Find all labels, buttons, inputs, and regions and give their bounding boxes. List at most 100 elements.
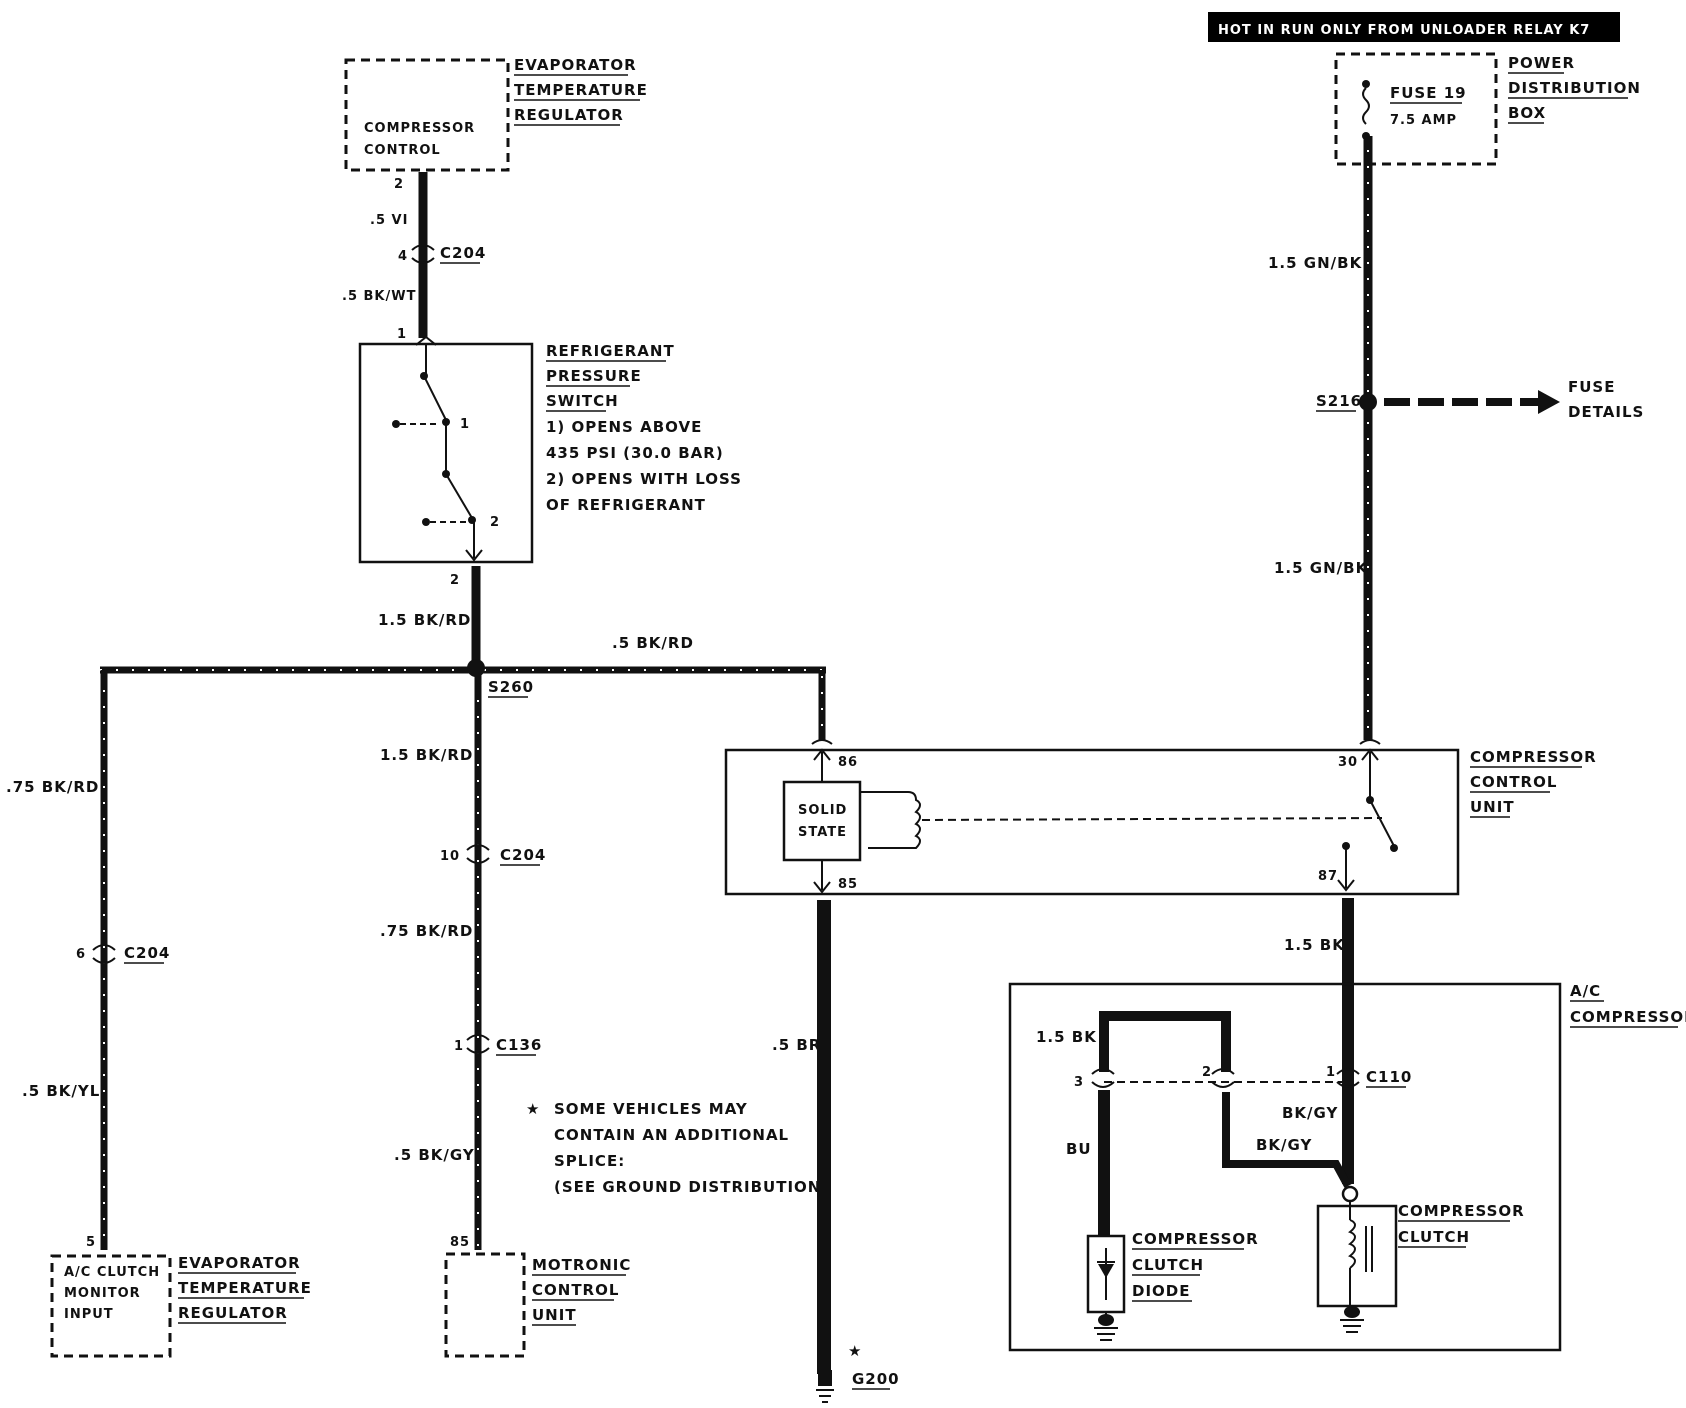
wire-label-bkgy-lower: BK/GY [1256, 1136, 1313, 1154]
c136-label: C136 [496, 1036, 542, 1054]
wire-label-bu: BU [1066, 1140, 1092, 1158]
rps-title-2: PRESSURE [546, 367, 642, 385]
diode-title-3: DIODE [1132, 1282, 1190, 1300]
banner-text: HOT IN RUN ONLY FROM UNLOADER RELAY K7 [1218, 23, 1590, 38]
c204-left-label: C204 [124, 944, 170, 962]
wire-label-15bk-loop: 1.5 BK [1036, 1028, 1097, 1046]
splice-s216 [1359, 393, 1377, 411]
c204-mid-label: C204 [500, 846, 546, 864]
rps-note-4: OF REFRIGERANT [546, 496, 706, 514]
s260-label: S260 [488, 678, 534, 696]
ac-compressor-box [1008, 982, 1562, 1352]
rps-title-1: REFRIGERANT [546, 342, 675, 360]
wire-label-gnbk-1: 1.5 GN/BK [1268, 254, 1363, 272]
evap-bot-pin: 5 [86, 1235, 96, 1250]
evap-top-title-2: TEMPERATURE [514, 81, 648, 99]
c110-pin1: 1 [1326, 1065, 1336, 1080]
wire-label-15bk-right: 1.5 BK [1284, 936, 1345, 954]
motronic-title-3: UNIT [532, 1306, 577, 1324]
wire-label-br: .5 BR [772, 1036, 821, 1054]
ccu-title-2: CONTROL [1470, 773, 1557, 791]
wire-label-vi: .5 VI [370, 213, 408, 228]
wire-label-gnbk-2: 1.5 GN/BK [1274, 559, 1369, 577]
evap-bot-title-2: TEMPERATURE [178, 1279, 312, 1297]
rps-title-3: SWITCH [546, 392, 619, 410]
c110-label: C110 [1366, 1068, 1412, 1086]
ccu-pin-86: 86 [838, 755, 858, 770]
diode-symbol [1098, 1264, 1114, 1278]
g200-label: G200 [852, 1370, 900, 1388]
note-line-1: SOME VEHICLES MAY [554, 1100, 748, 1118]
wire-label-75bkrd-left: .75 BK/RD [6, 778, 99, 796]
wire-label-bkrd-1: 1.5 BK/RD [378, 611, 471, 629]
c204-left-pin: 6 [76, 947, 86, 962]
evap-top-inner-2: CONTROL [364, 143, 441, 158]
evap-bot-title-1: EVAPORATOR [178, 1254, 301, 1272]
rps-contact-2: 2 [490, 515, 500, 530]
relay-coil [860, 791, 921, 849]
power-distribution-box [1334, 52, 1498, 166]
diode-title-2: CLUTCH [1132, 1256, 1204, 1274]
ccu-pin-85: 85 [838, 877, 858, 892]
c204-top-label: C204 [440, 244, 486, 262]
wire-label-bkrd-mid: 1.5 BK/RD [380, 746, 473, 764]
wire-bk-loop [1099, 1011, 1231, 1072]
wire-bkgy-diag [1222, 1092, 1352, 1188]
solid-state-box [782, 780, 862, 862]
pds-title-2: DISTRIBUTION [1508, 79, 1641, 97]
g200-star: ★ [848, 1342, 862, 1360]
evap-top-pin: 2 [394, 177, 404, 192]
ac-comp-title-2: COMPRESSOR [1570, 1008, 1686, 1026]
wire-label-bkwt: .5 BK/WT [342, 289, 416, 304]
clutch-title-2: CLUTCH [1398, 1228, 1470, 1246]
fuse-details-arrowhead [1538, 390, 1560, 414]
rps-pin1: 1 [397, 327, 407, 342]
diode-title-1: COMPRESSOR [1132, 1230, 1259, 1248]
ccu-title-1: COMPRESSOR [1470, 748, 1597, 766]
note-line-3: SPLICE: [554, 1152, 625, 1170]
wire-label-bkgy-mid: .5 BK/GY [394, 1146, 475, 1164]
wire-label-bkgy-upper: BK/GY [1282, 1104, 1339, 1122]
wire-label-bkyl: .5 BK/YL [22, 1082, 100, 1100]
rps-note-1: 1) OPENS ABOVE [546, 418, 702, 436]
rps-note-2: 435 PSI (30.0 BAR) [546, 444, 724, 462]
rps-pin2: 2 [450, 573, 460, 588]
fuse-terminal-top [1362, 80, 1370, 88]
fuse-label: FUSE 19 [1390, 84, 1467, 102]
fuse-details-2: DETAILS [1568, 403, 1644, 421]
compressor-control-unit-box [724, 748, 1460, 896]
motronic-title-2: CONTROL [532, 1281, 619, 1299]
rps-note-3: 2) OPENS WITH LOSS [546, 470, 742, 488]
ccu-title-3: UNIT [1470, 798, 1515, 816]
c110-pin2: 2 [1202, 1065, 1212, 1080]
clutch-junction [1341, 1185, 1359, 1203]
g200-ground-terminal [818, 1370, 832, 1386]
c204-mid-pin: 10 [440, 849, 460, 864]
ccu-pin-87: 87 [1318, 869, 1338, 884]
note-star: ★ [526, 1100, 540, 1118]
solid-state-1: SOLID [798, 803, 847, 818]
solid-state-2: STATE [798, 825, 847, 840]
c110-pin3: 3 [1074, 1075, 1084, 1090]
banner-box [1208, 12, 1620, 42]
motronic-control-unit-box [444, 1252, 526, 1358]
evap-regulator-bottom-box [50, 1254, 172, 1358]
evap-bot-inner-3: INPUT [64, 1307, 114, 1322]
motronic-pin: 85 [450, 1235, 470, 1250]
note-line-2: CONTAIN AN ADDITIONAL [554, 1126, 789, 1144]
wire-label-bkrd-right: .5 BK/RD [612, 634, 694, 652]
clutch-title-1: COMPRESSOR [1398, 1202, 1525, 1220]
fuse-details-1: FUSE [1568, 378, 1615, 396]
c136-pin: 1 [454, 1039, 464, 1054]
wire-label-75bkrd-mid: .75 BK/RD [380, 922, 473, 940]
s216-label: S216 [1316, 392, 1362, 410]
note-line-4: (SEE GROUND DISTRIBUTION) [554, 1178, 829, 1196]
pds-title-1: POWER [1508, 54, 1575, 72]
pds-title-3: BOX [1508, 104, 1546, 122]
evap-bot-title-3: REGULATOR [178, 1304, 288, 1322]
ac-comp-title-1: A/C [1570, 982, 1601, 1000]
rps-contact-1: 1 [460, 417, 470, 432]
clutch-coil [1348, 1219, 1356, 1269]
fuse-amp-label: 7.5 AMP [1390, 113, 1457, 128]
